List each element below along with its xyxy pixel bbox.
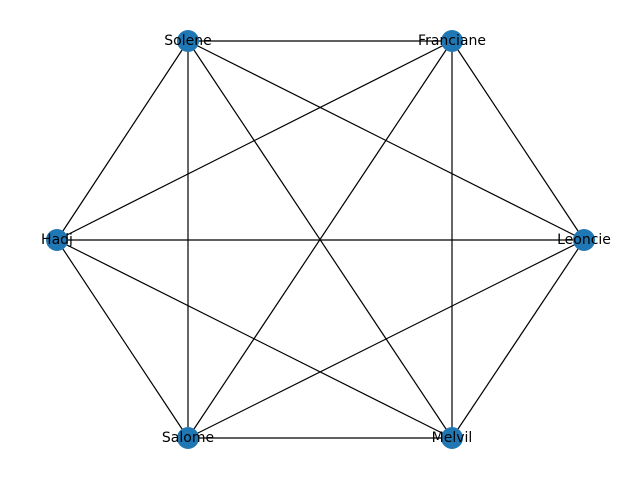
nodes-layer [46,30,595,449]
node-label-salome: Salome [162,430,214,446]
node-franciane [441,30,463,52]
node-label-solene: Solene [164,33,211,49]
edges-layer [56,40,585,439]
node-label-franciane: Franciane [418,33,486,49]
edge-franciane-leoncie [451,40,585,241]
edge-franciane-hadj [56,40,453,241]
node-label-leoncie: Leoncie [557,232,611,248]
edge-solene-hadj [56,40,189,241]
edge-salome-leoncie [187,239,585,439]
node-salome [177,427,199,449]
node-hadj [46,229,68,251]
edge-melvil-leoncie [451,239,585,439]
node-solene [177,30,199,52]
edge-hadj-salome [56,239,189,439]
node-label-melvil: Melvil [432,430,473,446]
node-label-hadj: Hadj [41,232,73,248]
node-leoncie [573,229,595,251]
edge-hadj-melvil [56,239,453,439]
node-melvil [441,427,463,449]
